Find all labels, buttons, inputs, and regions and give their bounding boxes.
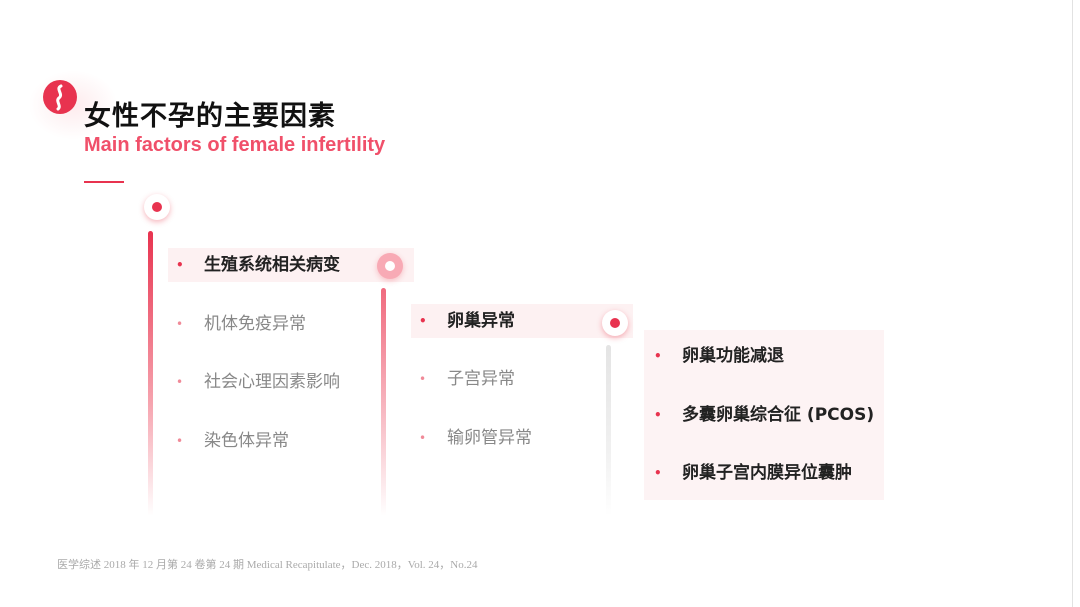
list-item[interactable]: • 多囊卵巢综合征 (PCOS) xyxy=(646,398,874,432)
column1-line xyxy=(148,231,153,516)
page-subtitle: Main factors of female infertility xyxy=(84,134,386,156)
list-item[interactable]: • 输卵管异常 xyxy=(411,421,532,455)
column3-line xyxy=(606,345,611,516)
bullet-icon: • xyxy=(176,317,184,331)
list-item-label: 多囊卵巢综合征 (PCOS) xyxy=(682,405,875,425)
citation-footer: 医学综述 2018 年 12 月第 24 卷第 24 期 Medical Rec… xyxy=(57,559,478,571)
bullet-icon: • xyxy=(419,372,427,386)
page-edge-line xyxy=(1072,0,1073,607)
brand-logo-icon xyxy=(43,80,77,114)
list-item-label: 生殖系统相关病变 xyxy=(204,255,340,275)
list-item[interactable]: • 染色体异常 xyxy=(168,424,289,458)
list-item-label: 社会心理因素影响 xyxy=(204,372,340,392)
list-item-label: 卵巢异常 xyxy=(447,311,515,331)
column2-line xyxy=(381,288,386,516)
list-item-label: 子宫异常 xyxy=(447,369,515,389)
node-dot-icon xyxy=(377,253,403,279)
detail-panel: • 卵巢功能减退 • 多囊卵巢综合征 (PCOS) • 卵巢子宫内膜异位囊肿 xyxy=(644,330,884,500)
page-title: 女性不孕的主要因素 xyxy=(84,101,336,132)
list-item[interactable]: • 卵巢子宫内膜异位囊肿 xyxy=(646,456,852,490)
bullet-icon: • xyxy=(176,434,184,448)
list-item-label: 卵巢子宫内膜异位囊肿 xyxy=(682,463,852,483)
bullet-icon: • xyxy=(654,349,662,363)
node-dot-icon xyxy=(602,310,628,336)
bullet-icon: • xyxy=(654,408,662,422)
list-item[interactable]: • 生殖系统相关病变 xyxy=(168,248,414,282)
bullet-icon: • xyxy=(176,258,184,272)
list-item-label: 机体免疫异常 xyxy=(204,314,306,334)
list-item[interactable]: • 机体免疫异常 xyxy=(168,307,306,341)
title-underline xyxy=(84,181,124,183)
bullet-icon: • xyxy=(654,466,662,480)
list-item[interactable]: • 子宫异常 xyxy=(411,362,515,396)
list-item-label: 染色体异常 xyxy=(204,431,289,451)
list-item[interactable]: • 社会心理因素影响 xyxy=(168,365,340,399)
bullet-icon: • xyxy=(419,431,427,445)
list-item-label: 输卵管异常 xyxy=(447,428,532,448)
bullet-icon: • xyxy=(419,314,427,328)
list-item[interactable]: • 卵巢功能减退 xyxy=(646,339,784,373)
list-item-label: 卵巢功能减退 xyxy=(682,346,784,366)
list-item[interactable]: • 卵巢异常 xyxy=(411,304,633,338)
bullet-icon: • xyxy=(176,375,184,389)
node-dot-icon xyxy=(144,194,170,220)
